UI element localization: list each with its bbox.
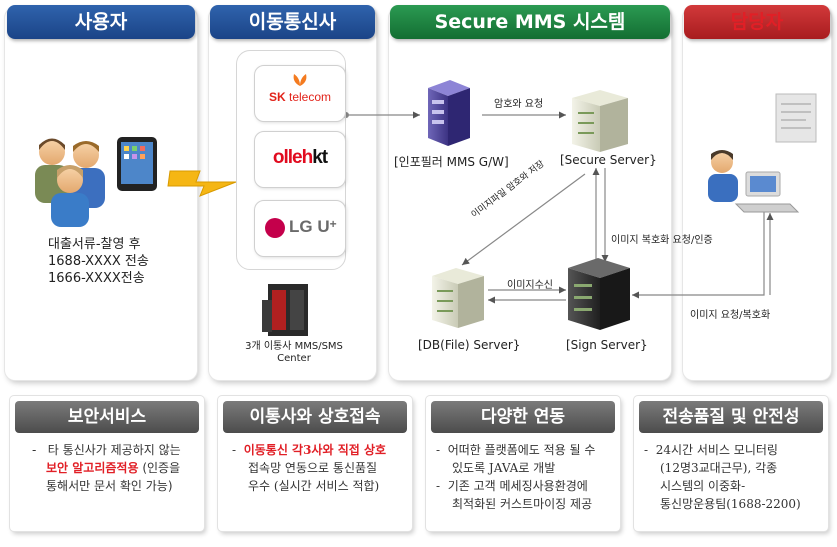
mms-center-label: 3개 이통사 MMS/SMS Center (224, 341, 364, 365)
feature-integration: 다양한 연동 - 어떠한 플랫폼에도 적용 될 수 있도록 JAVA로 개발 -… (426, 396, 620, 531)
feature-text: 접속망 연동으로 통신품질 (248, 461, 378, 475)
feature-security-title: 보안서비스 (15, 401, 199, 433)
mms-center-label-line2: Center (277, 353, 311, 364)
feature-integration-line2: 있도록 JAVA로 개발 (452, 460, 555, 477)
bullet: - (436, 479, 441, 493)
edge-encrypt-label: 암호와 요청 (494, 99, 544, 110)
edge-request-label: 이미지 요청/복호화 (690, 310, 771, 321)
lgu-logo-mark: LG U (289, 217, 330, 236)
feature-text: 최적화된 커스트마이징 제공 (452, 497, 593, 511)
feature-integration-line4: 최적화된 커스트마이징 제공 (452, 496, 592, 513)
feature-highlight: 이동통신 각3사와 직접 상호 (243, 443, 387, 457)
feature-text: 기존 고객 메세징사용환경에 (447, 479, 588, 493)
skt-logo-mark: SK (268, 90, 286, 104)
db-server-label: [DB(File) Server} (418, 338, 521, 352)
carrier-logo-skt: SK telecom (254, 65, 346, 122)
mms-center-label-line1: 3개 이통사 MMS/SMS (245, 341, 343, 352)
edge-decrypt-label: 이미지 복호화 요청/인증 (611, 235, 713, 246)
feature-integration-line3: - 기존 고객 메세징사용환경에 (436, 478, 588, 495)
feature-text: 타 통신사가 제공하지 않는 (47, 443, 181, 457)
user-header: 사용자 (7, 5, 195, 39)
kt-logo-mark: olleh (272, 147, 313, 168)
users-icon (35, 138, 105, 227)
edge-receive-label: 이미지수신 (507, 280, 553, 291)
lgu-face-icon (265, 218, 285, 238)
system-header: Secure MMS 시스템 (390, 5, 670, 39)
skt-logo-sub: telecom (288, 90, 332, 104)
user-note-line1: 대출서류-찰영 후 (48, 237, 141, 252)
user-note-line3: 1666-XXXX전송 (48, 271, 145, 286)
db-server-icon (432, 268, 484, 328)
feature-quality-line4: 통신망운용팀(1688-2200) (660, 496, 801, 513)
feature-interconnect-title: 이통사와 상호접속 (223, 401, 407, 433)
secure-server-icon (572, 90, 628, 152)
mms-gateway-icon (428, 80, 470, 146)
carrier-logo-kt: ollehkt (254, 131, 346, 188)
secure-server-label: [Secure Server} (560, 153, 657, 167)
lightning-icon (167, 170, 237, 197)
bullet: - (232, 443, 237, 457)
feature-quality-line2: (12명3교대근무), 각종 (660, 460, 777, 477)
bullet: - (32, 443, 37, 457)
feature-security-line1: - 타 통신사가 제공하지 않는 (32, 442, 181, 459)
sign-server-label: [Sign Server} (566, 338, 648, 352)
kt-logo-sub: kt (312, 147, 328, 168)
bullet: - (436, 443, 441, 457)
feature-interconnect: 이통사와 상호접속 - 이동통신 각3사와 직접 상호 접속망 연동으로 통신품… (218, 396, 412, 531)
edge-secure-db (461, 173, 586, 266)
skt-butterfly-icon (293, 74, 307, 86)
feature-security-line3: 통해서만 문서 확인 가능) (46, 478, 173, 495)
feature-text: 시스템의 이중화- (660, 479, 746, 493)
feature-quality: 전송품질 및 안전성 - 24시간 서비스 모니터링 (12명3교대근무), 각… (634, 396, 828, 531)
feature-quality-line1: - 24시간 서비스 모니터링 (644, 442, 778, 459)
feature-security-line2: 보안 알고리즘적용 (인증을 (46, 460, 180, 477)
manager-header: 담당자 (684, 5, 830, 39)
feature-text: 통신망운용팀(1688-2200) (660, 497, 801, 511)
tablet-icon (117, 137, 157, 191)
edge-manager-sign (632, 210, 765, 299)
operator-pc-icon (708, 150, 800, 213)
feature-interconnect-line1: - 이동통신 각3사와 직접 상호 (232, 442, 386, 459)
feature-integration-line1: - 어떠한 플랫폼에도 적용 될 수 (436, 442, 595, 459)
user-note-line2: 1688-XXXX 전송 (48, 254, 149, 269)
bullet: - (644, 443, 649, 457)
feature-text: (인증을 (138, 461, 181, 475)
feature-interconnect-line2: 접속망 연동으로 통신품질 (248, 460, 377, 477)
feature-integration-title: 다양한 연동 (431, 401, 615, 433)
feature-text: 어떠한 플랫폼에도 적용 될 수 (447, 443, 596, 457)
carrier-logo-lgu: LG U+ (254, 200, 346, 257)
feature-text: 통해서만 문서 확인 가능) (46, 479, 173, 493)
mms-center-icon (262, 284, 308, 336)
user-note: 대출서류-찰영 후 1688-XXXX 전송 1666-XXXX전송 (48, 236, 149, 287)
feature-text: 24시간 서비스 모니터링 (655, 443, 778, 457)
feature-highlight: 보안 알고리즘적용 (46, 461, 139, 475)
feature-quality-title: 전송품질 및 안전성 (639, 401, 823, 433)
carrier-header: 이동통신사 (210, 5, 375, 39)
gw-label: [인포필러 MMS G/W] (394, 155, 509, 169)
feature-quality-line3: 시스템의 이중화- (660, 478, 745, 495)
sign-server-icon (568, 258, 630, 330)
feature-security: 보안서비스 - 타 통신사가 제공하지 않는 보안 알고리즘적용 (인증을 통해… (10, 396, 204, 531)
document-icon (775, 93, 817, 143)
feature-text: 우수 (실시간 서비스 적합) (248, 479, 380, 493)
feature-text: (12명3교대근무), 각종 (660, 461, 778, 475)
lgu-logo-sub: + (329, 217, 337, 231)
feature-text: 있도록 JAVA로 개발 (452, 461, 556, 475)
feature-interconnect-line3: 우수 (실시간 서비스 적합) (248, 478, 379, 495)
